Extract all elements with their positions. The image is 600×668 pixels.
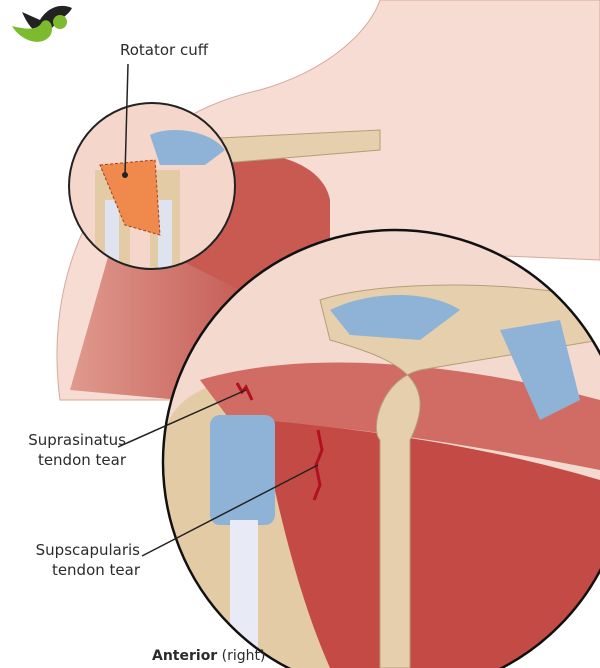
supraspinatus-label-line2: tendon tear [37,451,126,469]
rotator-cuff-highlight [99,159,161,236]
subscapularis-label-line1: Supscapularis [35,541,140,559]
view-caption: Anterior (right) [152,646,266,666]
supraspinatus-leader [117,389,247,448]
supraspinatus-label-line1: Suprasinatus [28,431,126,449]
subscapularis-muscle [260,420,600,668]
subscapularis-tear-label: Supscapularis tendon tear [20,540,140,580]
view-caption-bold: Anterior [152,648,218,664]
acromion [319,284,600,668]
ligament [330,295,460,340]
supraspinatus-tear-label: Suprasinatus tendon tear [8,430,126,470]
supraspinatus-tear [235,382,254,401]
rotator-cuff-leader [124,63,129,176]
logo-mark [12,5,72,42]
subscapularis-tear [312,429,324,501]
subscapularis-leader [141,464,319,557]
rotator-cuff-label: Rotator cuff [120,41,209,59]
subscapularis-label-line2: tendon tear [51,561,140,579]
zoom-detail-circle [161,228,600,668]
zoom-source-circle [68,102,236,270]
view-caption-rest: (right) [217,648,266,664]
